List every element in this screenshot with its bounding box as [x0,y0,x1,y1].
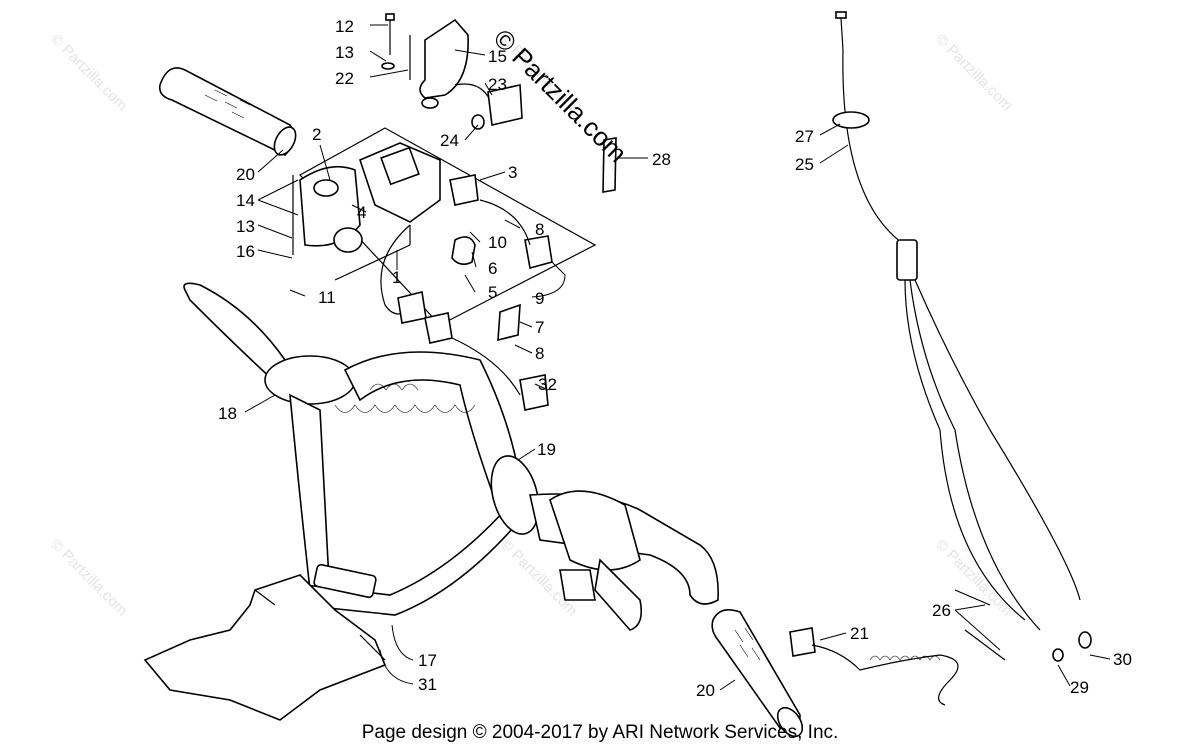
callout-22: 22 [335,69,354,88]
callout-13: 13 [335,43,354,62]
watermark: © Partzilla.com [932,31,1015,114]
callout-14: 14 [236,191,255,210]
handlebar-grip-left [158,67,297,156]
handlebar-frame [183,282,719,631]
callout-27: 27 [795,127,814,146]
callout-29: 29 [1070,678,1089,697]
callout-25: 25 [795,155,814,174]
watermark: © Partzilla.com [47,31,130,114]
callout-20-bottom: 20 [696,681,715,700]
callout-31: 31 [418,675,437,694]
callout-3: 3 [508,163,517,182]
leader-lines [244,24,1111,691]
callout-labels: 12 13 22 15 23 24 28 27 25 2 20 14 13 16… [218,17,1132,700]
callout-8-bottom: 8 [535,344,544,363]
throttle-lever-assembly [381,13,617,193]
callout-9: 9 [535,289,544,308]
copyright-footer: Page design © 2004-2017 by ARI Network S… [361,722,839,743]
switch-housing-assembly [292,127,597,411]
throttle-cable [832,11,1092,662]
callout-19: 19 [537,440,556,459]
callout-5: 5 [488,283,497,302]
callout-15: 15 [488,47,507,66]
callout-28: 28 [652,150,671,169]
callout-32: 32 [538,375,557,394]
callout-7: 7 [535,318,544,337]
callout-24: 24 [440,131,459,150]
callout-11: 11 [318,288,336,307]
callout-23: 23 [488,75,507,94]
callout-2: 2 [312,125,321,144]
callout-17: 17 [418,651,437,670]
callout-30: 30 [1113,650,1132,669]
callout-10: 10 [488,233,507,252]
callout-20-top: 20 [236,165,255,184]
callout-4: 4 [357,203,366,222]
handlebar-grip-right [711,609,804,738]
callout-21: 21 [850,624,869,643]
watermark: © Partzilla.com [47,536,130,619]
callout-18: 18 [218,404,237,423]
callout-13-left: 13 [236,217,255,236]
callout-6: 6 [488,259,497,278]
handlebar-pad [143,574,387,721]
callout-8-top: 8 [535,220,544,239]
callout-26: 26 [932,601,951,620]
callout-1: 1 [392,268,401,287]
connector-harness [789,627,959,706]
callout-16: 16 [236,242,255,261]
callout-12: 12 [335,17,354,36]
